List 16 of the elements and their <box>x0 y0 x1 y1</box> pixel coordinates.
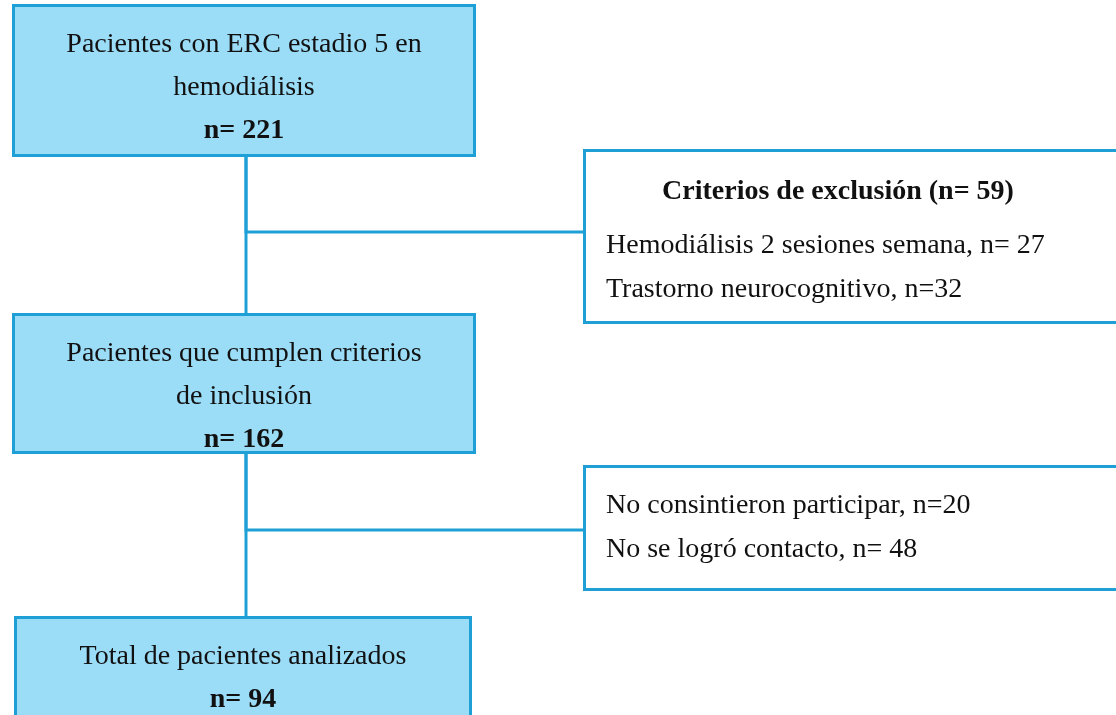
exclusion-box <box>583 465 1116 591</box>
box-text: Hemodiálisis 2 sesiones semana, n= 27 <box>606 227 1046 261</box>
count-label: n= 94 <box>208 681 278 715</box>
box-text: Trastorno neurocognitivo, n=32 <box>606 271 964 305</box>
connector-line <box>244 454 583 532</box>
process-box <box>12 313 476 454</box>
process-box <box>14 616 472 715</box>
box-text: Total de pacientes analizados <box>78 638 408 672</box>
box-text: No se logró contacto, n= 48 <box>606 531 919 565</box>
connector-line <box>244 157 583 234</box>
count-label: n= 221 <box>202 112 286 146</box>
process-box <box>12 4 476 157</box>
box-text: No consintieron participar, n=20 <box>606 487 972 521</box>
count-label: n= 162 <box>202 421 286 455</box>
exclusion-box <box>583 149 1116 324</box>
box-heading: Criterios de exclusión (n= 59) <box>661 173 1015 207</box>
